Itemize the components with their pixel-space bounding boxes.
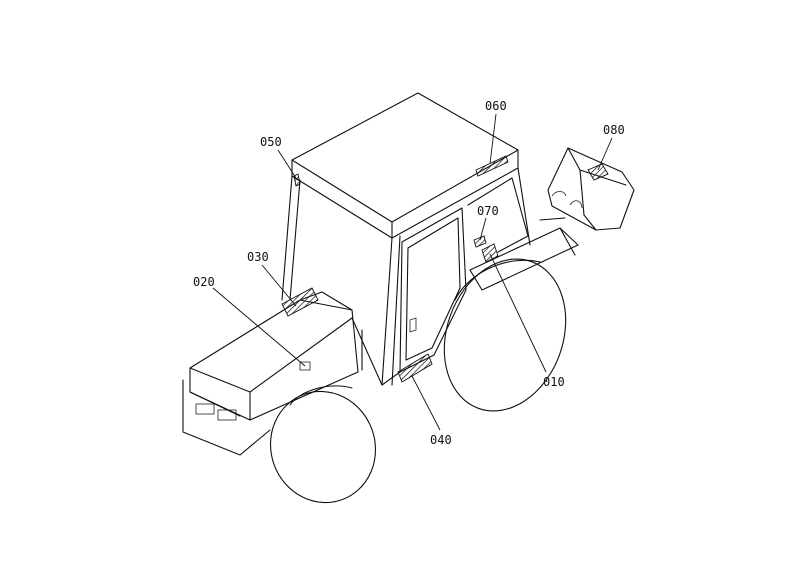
callout-010: 010 — [543, 375, 565, 389]
callout-060: 060 — [485, 99, 507, 113]
cab — [281, 92, 579, 386]
leader-lines — [212, 113, 613, 431]
callout-040: 040 — [430, 433, 452, 447]
callout-030: 030 — [247, 250, 269, 264]
decal-040 — [397, 353, 433, 383]
callout-050: 050 — [260, 135, 282, 149]
rear-wheel — [443, 258, 567, 412]
leader-060 — [489, 113, 497, 165]
decal-060 — [475, 155, 509, 177]
callout-020: 020 — [193, 275, 215, 289]
rear-weight — [547, 147, 635, 231]
hood — [182, 291, 359, 456]
decal-020 — [299, 361, 311, 371]
front-wheel — [269, 385, 377, 504]
leader-040 — [411, 375, 441, 431]
leader-030 — [261, 264, 297, 307]
leader-020 — [212, 287, 306, 367]
decal-010 — [481, 243, 499, 263]
decal-070 — [473, 235, 487, 248]
decal-080 — [587, 163, 609, 181]
callout-080: 080 — [603, 123, 625, 137]
callout-labels: 010 020 030 040 050 060 070 080 — [193, 99, 625, 447]
callout-070: 070 — [477, 204, 499, 218]
decal-030 — [281, 287, 319, 317]
leader-050 — [277, 149, 297, 179]
leader-010 — [489, 253, 547, 373]
leader-080 — [597, 137, 613, 171]
leader-070 — [479, 217, 487, 241]
